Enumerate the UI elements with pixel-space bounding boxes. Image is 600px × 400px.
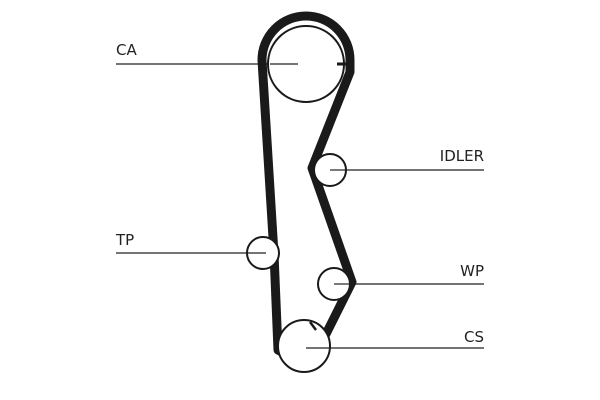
water-pump-label: WP — [460, 262, 484, 280]
idler-label: IDLER — [439, 147, 484, 165]
crankshaft-pulley — [277, 319, 331, 373]
tensioner-label: TP — [116, 231, 135, 249]
crankshaft-timing-mark — [309, 321, 317, 331]
camshaft-label: CA — [116, 41, 137, 59]
crankshaft-label: CS — [464, 328, 484, 346]
